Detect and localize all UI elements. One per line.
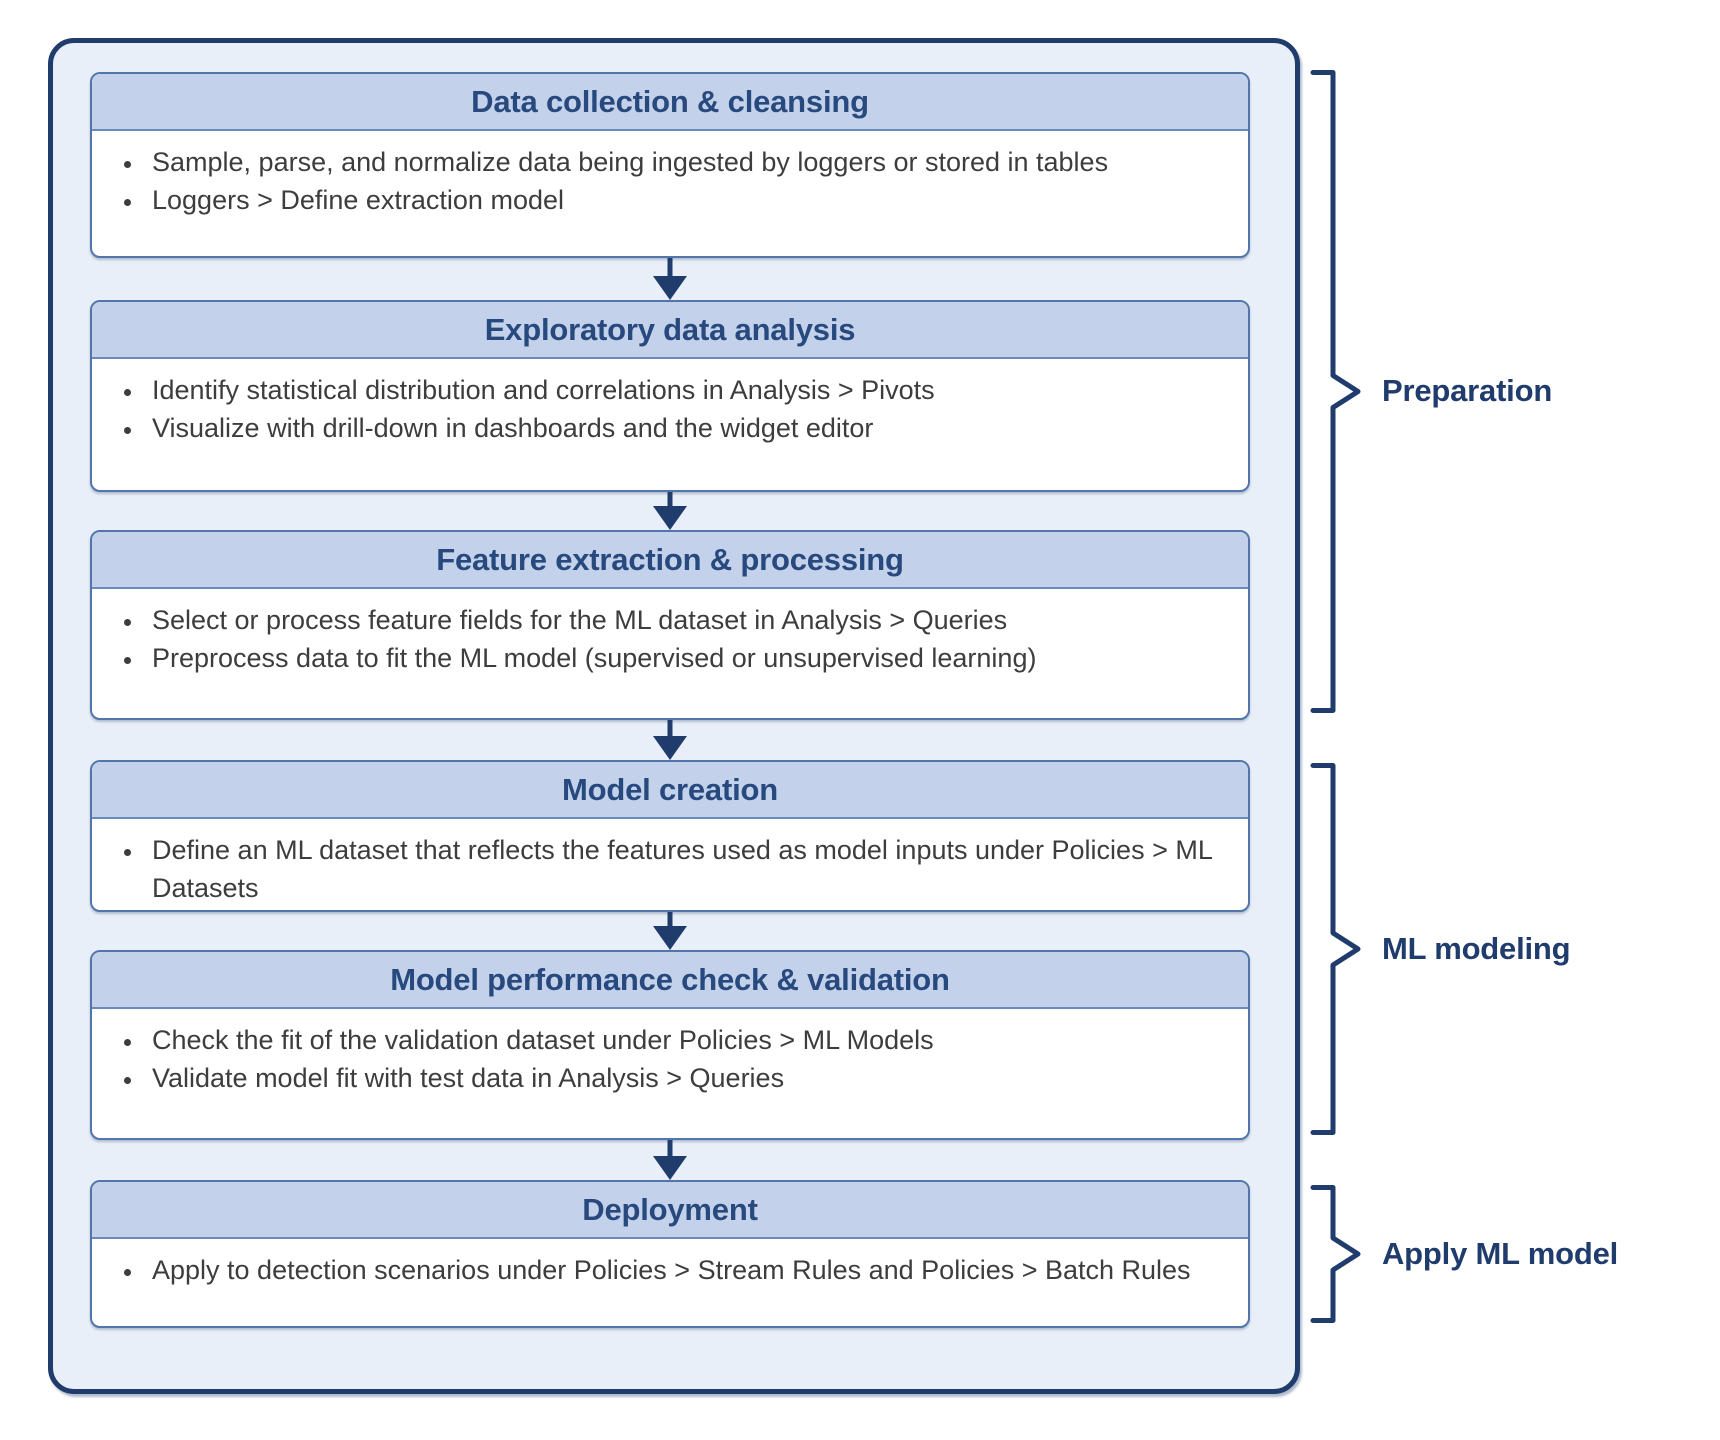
stage-bullet-list: Sample, parse, and normalize data being … bbox=[92, 131, 1248, 219]
arrow-stem bbox=[667, 258, 673, 278]
group-label-apply-ml-model: Apply ML model bbox=[1382, 1236, 1619, 1271]
stage-bullet-list: Identify statistical distribution and co… bbox=[92, 359, 1248, 447]
bullet-item: Sample, parse, and normalize data being … bbox=[144, 143, 1218, 181]
stage-box-exploratory-analysis: Exploratory data analysis Identify stati… bbox=[90, 300, 1250, 492]
arrow-stem bbox=[667, 720, 673, 738]
stage-box-deployment: Deployment Apply to detection scenarios … bbox=[90, 1180, 1250, 1328]
down-arrow-icon bbox=[653, 720, 687, 760]
arrow-head bbox=[653, 1156, 687, 1180]
bullet-item: Loggers > Define extraction model bbox=[144, 181, 1218, 219]
stage-title: Feature extraction & processing bbox=[92, 532, 1248, 589]
down-arrow-icon bbox=[653, 258, 687, 300]
stage-title: Deployment bbox=[92, 1182, 1248, 1239]
brace-apply-ml-model-icon bbox=[1305, 1185, 1367, 1323]
stage-title: Model creation bbox=[92, 762, 1248, 819]
group-label-ml-modeling: ML modeling bbox=[1382, 931, 1571, 966]
stage-bullet-list: Apply to detection scenarios under Polic… bbox=[92, 1239, 1248, 1289]
stage-box-model-creation: Model creation Define an ML dataset that… bbox=[90, 760, 1250, 912]
bullet-item: Preprocess data to fit the ML model (sup… bbox=[144, 639, 1218, 677]
bullet-item: Visualize with drill-down in dashboards … bbox=[144, 409, 1218, 447]
bullet-item: Define an ML dataset that reflects the f… bbox=[144, 831, 1218, 907]
arrow-head bbox=[653, 736, 687, 760]
stage-bullet-list: Select or process feature fields for the… bbox=[92, 589, 1248, 677]
stage-box-model-validation: Model performance check & validation Che… bbox=[90, 950, 1250, 1140]
down-arrow-icon bbox=[653, 492, 687, 530]
stage-box-data-collection: Data collection & cleansing Sample, pars… bbox=[90, 72, 1250, 258]
brace-preparation-icon bbox=[1305, 70, 1367, 713]
bullet-item: Identify statistical distribution and co… bbox=[144, 371, 1218, 409]
stage-title: Data collection & cleansing bbox=[92, 74, 1248, 131]
arrow-head bbox=[653, 926, 687, 950]
stage-title: Model performance check & validation bbox=[92, 952, 1248, 1009]
arrow-stem bbox=[667, 1140, 673, 1158]
stage-title: Exploratory data analysis bbox=[92, 302, 1248, 359]
stage-bullet-list: Define an ML dataset that reflects the f… bbox=[92, 819, 1248, 907]
stage-bullet-list: Check the fit of the validation dataset … bbox=[92, 1009, 1248, 1097]
brace-ml-modeling-icon bbox=[1305, 763, 1367, 1135]
bullet-item: Select or process feature fields for the… bbox=[144, 601, 1218, 639]
bullet-item: Check the fit of the validation dataset … bbox=[144, 1021, 1218, 1059]
down-arrow-icon bbox=[653, 912, 687, 950]
bullet-item: Validate model fit with test data in Ana… bbox=[144, 1059, 1218, 1097]
arrow-stem bbox=[667, 492, 673, 508]
group-label-preparation: Preparation bbox=[1382, 373, 1553, 408]
down-arrow-icon bbox=[653, 1140, 687, 1180]
arrow-head bbox=[653, 506, 687, 530]
bullet-item: Apply to detection scenarios under Polic… bbox=[144, 1251, 1218, 1289]
stage-box-feature-extraction: Feature extraction & processing Select o… bbox=[90, 530, 1250, 720]
arrow-head bbox=[653, 276, 687, 300]
arrow-stem bbox=[667, 912, 673, 928]
